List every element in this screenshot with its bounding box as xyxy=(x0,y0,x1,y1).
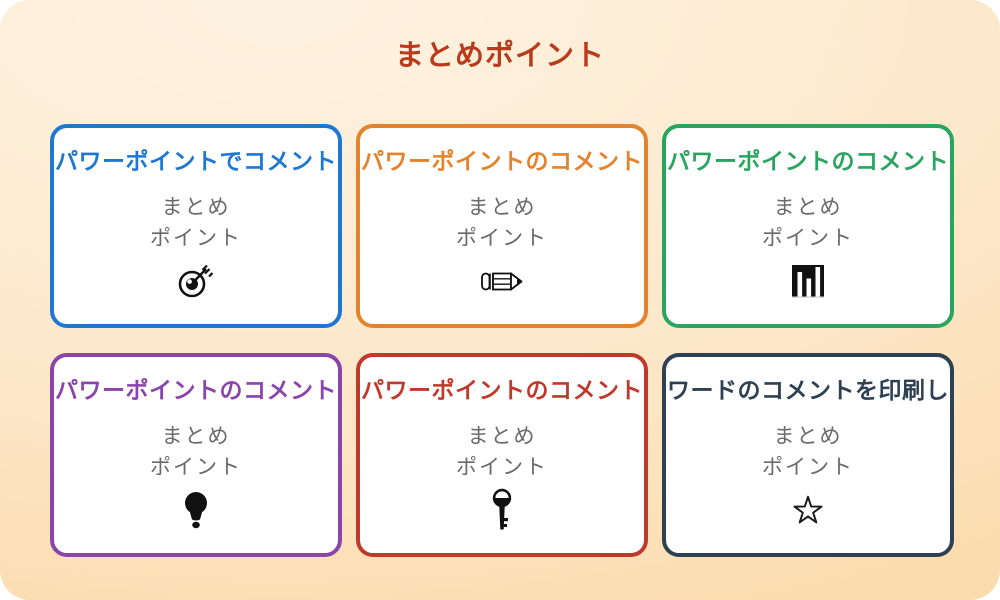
page-title: まとめポイント xyxy=(394,40,605,72)
card-word-comment-print: ワードのコメントを印刷し まとめ ポイント xyxy=(662,353,954,557)
card-body-line: まとめ xyxy=(161,425,231,448)
card-body-line: まとめ xyxy=(773,425,843,448)
card-body-line: ポイント xyxy=(456,227,548,250)
card-powerpoint-comment-4: パワーポイントのコメント まとめ ポイント xyxy=(50,353,342,557)
bar-chart-icon xyxy=(789,259,827,303)
card-body-line: まとめ xyxy=(467,425,537,448)
card-powerpoint-comment-2: パワーポイントのコメント まとめ ポイント xyxy=(356,124,648,328)
card-body: まとめ ポイント xyxy=(150,192,242,254)
card-title: パワーポイントのコメント xyxy=(667,148,949,174)
pencil-icon xyxy=(480,259,524,303)
card-body: まとめ ポイント xyxy=(762,421,854,483)
card-body: まとめ ポイント xyxy=(456,421,548,483)
card-body: まとめ ポイント xyxy=(456,192,548,254)
card-body-line: まとめ xyxy=(161,196,231,219)
star-icon xyxy=(791,488,825,532)
card-powerpoint-comment-3: パワーポイントのコメント まとめ ポイント xyxy=(662,124,954,328)
card-title: パワーポイントのコメント xyxy=(361,377,643,403)
target-icon xyxy=(176,259,216,303)
card-body: まとめ ポイント xyxy=(150,421,242,483)
card-body-line: まとめ xyxy=(467,196,537,219)
card-powerpoint-comment-5: パワーポイントのコメント まとめ ポイント xyxy=(356,353,648,557)
card-grid: パワーポイントでコメント まとめ ポイント パワーポイン xyxy=(50,124,954,557)
card-body-line: ポイント xyxy=(762,456,854,479)
card-powerpoint-comment-1: パワーポイントでコメント まとめ ポイント xyxy=(50,124,342,328)
card-title: パワーポイントのコメント xyxy=(361,148,643,174)
lightbulb-icon xyxy=(178,488,214,532)
card-body-line: まとめ xyxy=(773,196,843,219)
card-body-line: ポイント xyxy=(150,227,242,250)
card-body-line: ポイント xyxy=(456,456,548,479)
card-body: まとめ ポイント xyxy=(762,192,854,254)
card-title: ワードのコメントを印刷し xyxy=(667,377,949,403)
card-title: パワーポイントでコメント xyxy=(55,148,337,174)
card-title: パワーポイントのコメント xyxy=(55,377,337,403)
card-body-line: ポイント xyxy=(150,456,242,479)
key-icon xyxy=(489,488,515,532)
card-body-line: ポイント xyxy=(762,227,854,250)
